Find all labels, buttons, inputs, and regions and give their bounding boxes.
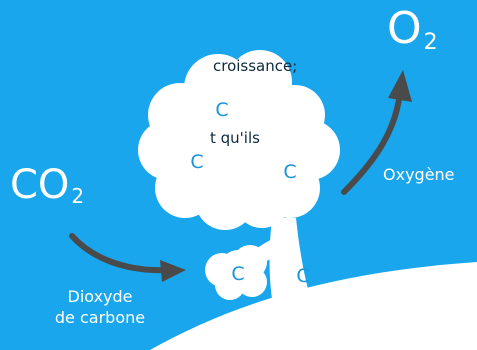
dioxide-label: Dioxyde de carbone xyxy=(50,286,150,328)
carbon-atom: C xyxy=(280,162,300,182)
co2-arrow xyxy=(72,236,186,282)
co2-symbol: CO xyxy=(10,162,69,208)
hill xyxy=(150,262,477,350)
oxygen-formula: O2 xyxy=(387,4,438,68)
dioxide-label-line-1: Dioxyde xyxy=(50,286,150,307)
caption-text: croissance; t qu'ils xyxy=(0,6,297,174)
carbon-atom: C xyxy=(212,100,232,120)
oxygen-subscript: 2 xyxy=(424,30,438,55)
carbon-atom: C xyxy=(187,152,207,172)
co2-subscript: 2 xyxy=(71,184,84,208)
caption-line-1: croissance; xyxy=(0,54,297,78)
carbon-atom: C xyxy=(293,266,313,286)
caption-line-2: t qu'ils xyxy=(0,126,297,150)
carbon-atom: C xyxy=(228,264,248,284)
dioxide-label-line-2: de carbone xyxy=(50,307,150,328)
oxygen-symbol: O xyxy=(387,3,422,54)
oxygen-label: Oxygène xyxy=(383,164,455,185)
